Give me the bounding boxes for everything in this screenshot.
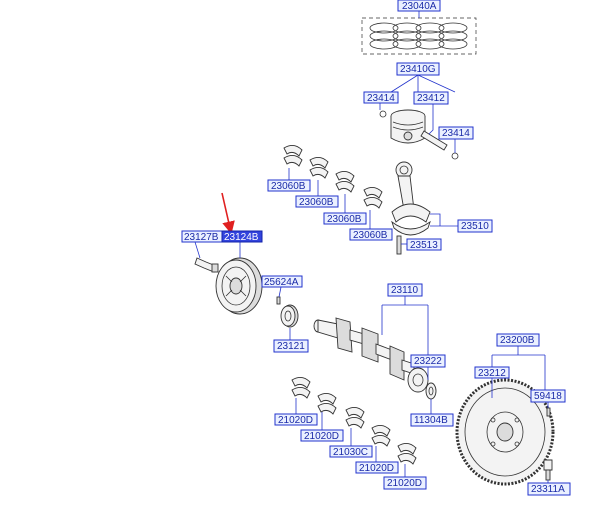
label-thrust-washer[interactable]: 11304B <box>410 413 454 427</box>
label-snap-ring-left[interactable]: 23414 <box>363 91 399 104</box>
label-text: 25624A <box>264 277 299 288</box>
label-piston-pin[interactable]: 23412 <box>413 91 449 105</box>
label-crankshaft[interactable]: 23110 <box>387 283 423 297</box>
crankshaft-drawing <box>313 317 429 393</box>
label-piston-ring-set[interactable]: 23040A <box>397 0 441 12</box>
label-text: 23513 <box>410 240 438 251</box>
label-text: 23060B <box>327 214 362 225</box>
label-flywheel[interactable]: 23212 <box>474 366 510 379</box>
label-text: 23060B <box>353 230 388 241</box>
label-text: 23040A <box>402 1 437 12</box>
label-text: 23060B <box>271 181 306 192</box>
damper-pulley-drawing <box>194 257 263 315</box>
upper-bearings-drawing <box>283 145 383 209</box>
label-text: 21020D <box>278 415 313 426</box>
label-dowel-pin[interactable]: 59418 <box>530 389 566 403</box>
sprocket-drawing <box>276 296 299 328</box>
connecting-rod-drawing <box>391 161 431 255</box>
label-main-bearing-5[interactable]: 21020D <box>383 476 427 490</box>
label-text: 21020D <box>387 478 422 489</box>
flywheel-drawing <box>455 378 555 486</box>
label-upper-bearing-1[interactable]: 23060B <box>267 179 311 192</box>
label-key[interactable]: 25624A <box>261 275 303 288</box>
label-damper-pulley[interactable]: 23124B <box>221 230 263 243</box>
piston-drawing <box>390 109 426 144</box>
label-upper-bearing-3[interactable]: 23060B <box>323 212 367 225</box>
label-text: 23311A <box>531 484 565 495</box>
pointer-arrow <box>221 192 235 235</box>
label-connecting-rod[interactable]: 23510 <box>457 219 493 233</box>
label-text: 21030C <box>333 447 368 458</box>
label-rod-bolt[interactable]: 23513 <box>406 238 442 251</box>
label-pulley-bolt[interactable]: 23127B <box>181 230 223 243</box>
label-text: 23414 <box>442 128 470 139</box>
label-flywheel-assy[interactable]: 23200B <box>496 333 540 347</box>
label-sprocket[interactable]: 23121 <box>273 339 309 353</box>
thrust-washer-drawing <box>425 382 437 400</box>
label-main-bearing-1[interactable]: 21020D <box>274 413 318 426</box>
label-text: 23412 <box>417 93 445 104</box>
label-text: 21020D <box>304 431 339 442</box>
label-piston-set[interactable]: 23410G <box>396 62 440 76</box>
label-main-bearing-4[interactable]: 21020D <box>355 461 399 474</box>
label-text: 59418 <box>534 391 562 402</box>
label-text: 11304B <box>414 415 448 426</box>
label-text: 23510 <box>461 221 489 232</box>
label-text: 23414 <box>367 93 395 104</box>
label-text: 23110 <box>391 285 419 296</box>
label-text: 23410G <box>400 64 436 75</box>
label-snap-ring-right[interactable]: 23414 <box>438 126 474 140</box>
label-upper-bearing-4[interactable]: 23060B <box>349 228 393 241</box>
label-text: 23212 <box>478 368 506 379</box>
label-main-bearing-3[interactable]: 21030C <box>329 445 373 458</box>
label-text: 23222 <box>414 356 442 367</box>
label-text: 23060B <box>299 197 334 208</box>
label-text: 23121 <box>277 341 305 352</box>
label-text: 23124B <box>224 232 259 243</box>
label-text: 23127B <box>184 232 219 243</box>
label-flywheel-bolt[interactable]: 23311A <box>527 482 571 496</box>
label-upper-bearing-2[interactable]: 23060B <box>295 195 339 208</box>
label-text: 21020D <box>359 463 394 474</box>
label-pilot-bearing-assy[interactable]: 23222 <box>410 354 446 368</box>
label-text: 23200B <box>500 335 535 346</box>
piston-pin-drawing <box>379 110 459 160</box>
piston-rings-drawing <box>361 17 477 55</box>
main-bearings-drawing <box>291 377 417 465</box>
label-main-bearing-2[interactable]: 21020D <box>300 429 344 442</box>
leader-lines <box>194 11 549 483</box>
